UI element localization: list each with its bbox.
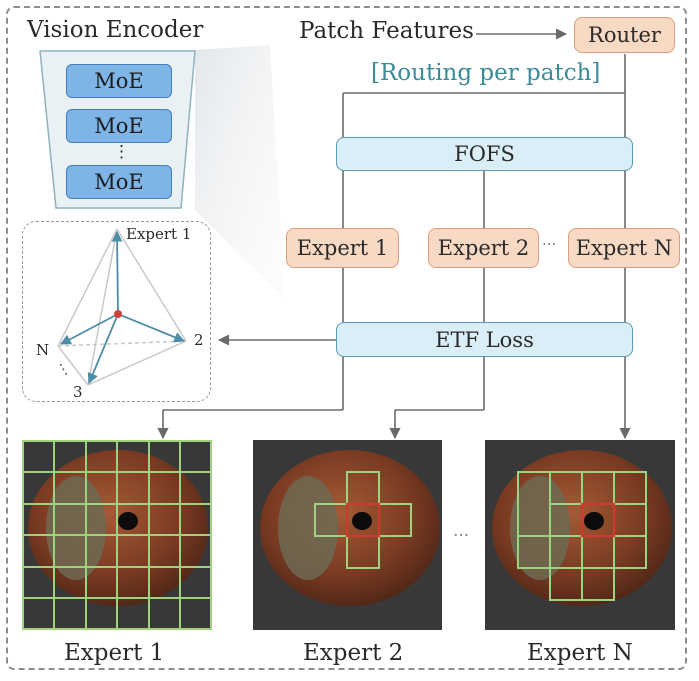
- vision-encoder-title: Vision Encoder: [27, 17, 204, 43]
- outputs-ellipsis: ···: [453, 526, 470, 546]
- simplex-vertex-bottom-label: 3: [73, 383, 83, 401]
- expert-1-box: Expert 1: [286, 228, 399, 268]
- moe-layer-2: MoE: [66, 109, 172, 143]
- caption-expert-1: Expert 1: [64, 640, 165, 666]
- router-box: Router: [574, 17, 675, 53]
- routing-per-patch-label: [Routing per patch]: [371, 60, 601, 86]
- moe-layer-1: MoE: [66, 64, 172, 98]
- etf-loss-bar: ETF Loss: [336, 322, 633, 357]
- simplex-vertex-left-label: N: [36, 341, 50, 359]
- simplex-vertex-top-label: Expert 1: [126, 225, 192, 243]
- caption-expert-2: Expert 2: [303, 640, 404, 666]
- moe-layer-3: MoE: [66, 165, 172, 199]
- expert-2-box: Expert 2: [428, 228, 539, 268]
- output-image-expert-2: [253, 440, 442, 630]
- simplex-center-dot: [114, 310, 122, 318]
- output-image-expert-n: [485, 440, 675, 630]
- experts-ellipsis: ···: [542, 235, 557, 253]
- patch-features-label: Patch Features: [299, 18, 474, 44]
- simplex-vertex-right-label: 2: [194, 331, 204, 349]
- fofs-bar: FOFS: [336, 137, 633, 171]
- figure-frame: [6, 6, 687, 670]
- moe-ellipsis: ⋮: [113, 142, 130, 162]
- expert-n-box: Expert N: [568, 228, 680, 268]
- zoom-beam: [195, 45, 285, 300]
- caption-expert-n: Expert N: [527, 640, 633, 666]
- etf-simplex-box: [22, 221, 211, 402]
- output-image-expert-1: [22, 440, 212, 630]
